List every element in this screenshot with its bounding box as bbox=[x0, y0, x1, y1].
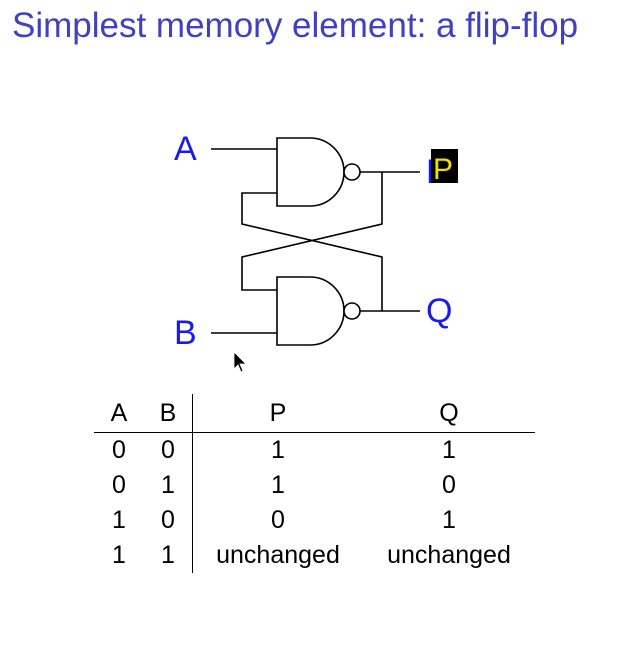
nand-gate-upper-bubble bbox=[343, 163, 361, 181]
nand-gate-lower-bubble bbox=[343, 302, 361, 320]
mouse-cursor-icon bbox=[233, 351, 247, 373]
input-b-label: B bbox=[174, 314, 197, 352]
header-b: B bbox=[144, 394, 193, 433]
header-q: Q bbox=[363, 394, 535, 433]
flip-flop-circuit-diagram: A B P P Q bbox=[174, 130, 458, 373]
slide-title: Simplest memory element: a flip-flop bbox=[12, 6, 579, 45]
truth-table: A B P Q 0 0 1 1 0 1 1 0 1 0 0 1 1 1 unch… bbox=[94, 394, 535, 573]
table-row: 1 0 0 1 bbox=[94, 503, 535, 538]
input-a-label: A bbox=[174, 130, 197, 168]
nand-gate-upper bbox=[276, 137, 345, 207]
cell-q: 1 bbox=[442, 506, 456, 534]
header-a: A bbox=[94, 394, 144, 433]
output-p-highlight-box bbox=[431, 149, 458, 183]
cell-a: 0 bbox=[112, 471, 126, 499]
wire-feedback-p-to-lower-gate bbox=[241, 172, 383, 291]
cell-q: 0 bbox=[442, 471, 456, 499]
cell-a: 0 bbox=[112, 436, 126, 464]
nand-gate-lower bbox=[276, 276, 345, 346]
cell-b: 0 bbox=[144, 432, 193, 468]
cell-p: unchanged bbox=[216, 541, 340, 569]
cell-a: 1 bbox=[112, 541, 126, 569]
table-row: 0 0 1 1 bbox=[94, 432, 535, 468]
cell-a: 1 bbox=[112, 506, 126, 534]
cell-b: 1 bbox=[144, 538, 193, 573]
cell-q: unchanged bbox=[387, 541, 511, 569]
cell-b: 1 bbox=[144, 468, 193, 503]
table-row: 0 1 1 0 bbox=[94, 468, 535, 503]
header-p: P bbox=[192, 394, 363, 433]
output-p-highlight-label: P bbox=[433, 153, 453, 186]
cell-p: 1 bbox=[271, 471, 285, 499]
output-q-label: Q bbox=[426, 292, 452, 330]
cell-p: 1 bbox=[271, 436, 285, 464]
cell-b: 0 bbox=[144, 503, 193, 538]
cell-p: 0 bbox=[271, 506, 285, 534]
wire-feedback-q-to-upper-gate bbox=[241, 192, 383, 311]
cell-q: 1 bbox=[442, 436, 456, 464]
table-row: 1 1 unchanged unchanged bbox=[94, 538, 535, 573]
truth-table-header-row: A B P Q bbox=[94, 394, 535, 433]
